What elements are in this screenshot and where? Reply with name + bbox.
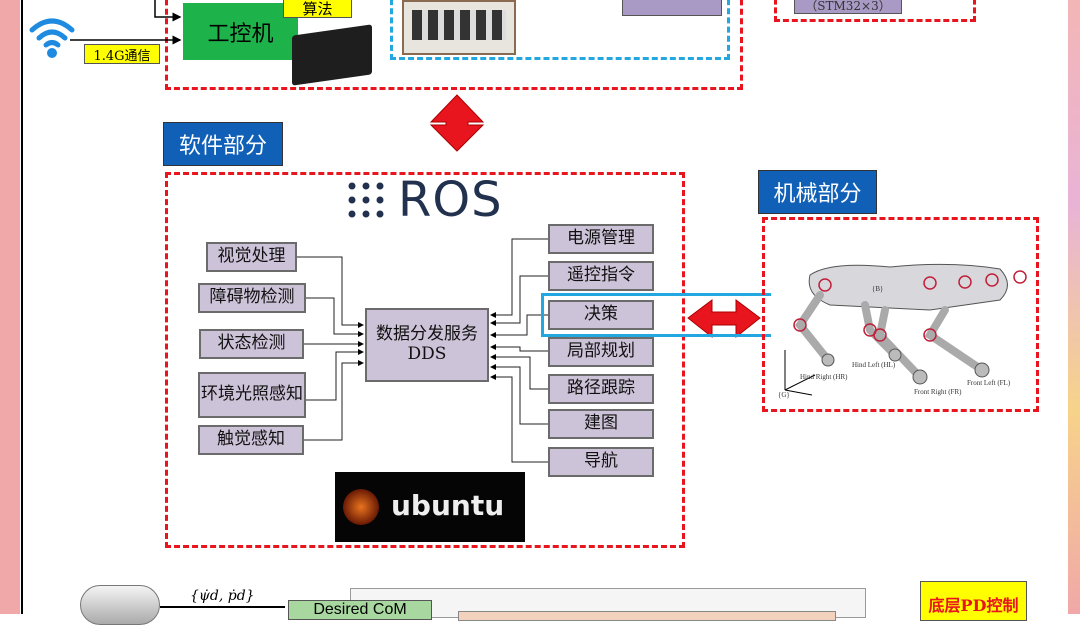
dds-node: 数据分发服务 DDS bbox=[365, 308, 489, 382]
ipc-box: 工控机 bbox=[183, 3, 298, 60]
input-node: 环境光照感知 bbox=[198, 372, 306, 418]
comm-label: 1.4G通信 bbox=[84, 44, 160, 64]
algorithm-label: 算法 bbox=[283, 0, 352, 18]
leg-label: Hind Left (HL) bbox=[852, 361, 896, 369]
dds-subtitle: DDS bbox=[407, 344, 447, 364]
output-node: 电源管理 bbox=[548, 224, 654, 254]
output-node: 决策 bbox=[548, 300, 654, 330]
input-node: 状态检测 bbox=[199, 329, 304, 359]
ros-logo-dots bbox=[348, 182, 384, 218]
output-node: 建图 bbox=[548, 409, 654, 439]
ubuntu-logo: ubuntu bbox=[335, 472, 525, 542]
desired-com-box: Desired CoM bbox=[288, 600, 432, 620]
ubuntu-text: ubuntu bbox=[391, 489, 505, 522]
controller-block bbox=[458, 611, 836, 621]
right-border-strip bbox=[1068, 0, 1080, 614]
mechanical-section-label: 机械部分 bbox=[758, 170, 877, 214]
driver-box bbox=[622, 0, 722, 16]
quadruped-robot-image: Hind Right (HR) Hind Left (HL) Front Rig… bbox=[770, 255, 1035, 405]
leg-label: Hind Right (HR) bbox=[800, 373, 848, 381]
output-node: 遥控指令 bbox=[548, 261, 654, 291]
ros-logo-text: ROS bbox=[398, 172, 503, 228]
output-node: 局部规划 bbox=[548, 337, 654, 367]
output-node: 导航 bbox=[548, 447, 654, 477]
leg-label: Front Left (FL) bbox=[967, 379, 1011, 387]
command-label: {ψ̇d, ṗd} bbox=[190, 588, 255, 604]
ubuntu-circle-icon bbox=[343, 489, 379, 525]
double-arrow-vertical bbox=[429, 94, 485, 152]
dds-title: 数据分发服务 bbox=[376, 324, 478, 345]
control-board-image bbox=[402, 0, 516, 55]
controller-box bbox=[390, 0, 730, 60]
output-node: 路径跟踪 bbox=[548, 374, 654, 404]
frame-label: {B} bbox=[872, 285, 884, 293]
decision-highlight bbox=[541, 293, 771, 337]
mechanical-box bbox=[762, 217, 1039, 412]
stm32-box bbox=[774, 0, 976, 22]
divider-line bbox=[21, 0, 23, 614]
wifi-icon bbox=[29, 18, 75, 58]
input-node: 触觉感知 bbox=[198, 425, 304, 455]
leg-label: Front Right (FR) bbox=[914, 388, 962, 396]
input-node: 障碍物检测 bbox=[198, 283, 306, 313]
frame-label: {G} bbox=[778, 391, 790, 399]
double-arrow-horizontal bbox=[687, 299, 761, 339]
software-section-label: 软件部分 bbox=[163, 122, 283, 166]
software-box bbox=[165, 172, 685, 548]
gamepad-icon bbox=[80, 585, 160, 625]
command-arrow bbox=[160, 606, 285, 608]
left-border-strip bbox=[0, 0, 20, 614]
stm32-label: （STM32×3） bbox=[794, 0, 902, 14]
pd-control-label: 底层PD控制 bbox=[920, 581, 1027, 621]
hardware-box bbox=[165, 0, 743, 90]
input-node: 视觉处理 bbox=[206, 242, 297, 272]
